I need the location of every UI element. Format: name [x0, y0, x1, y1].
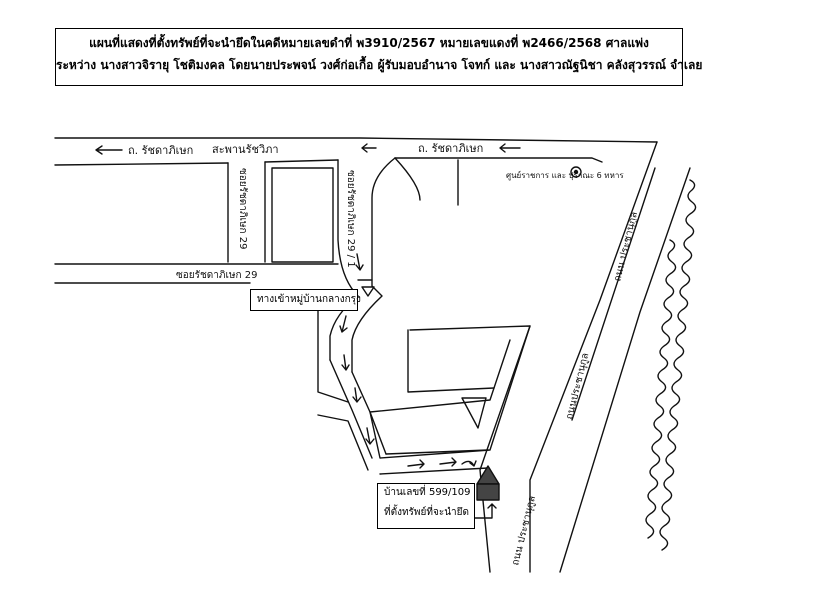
arrow-down-icon [365, 427, 375, 445]
arrow-down-icon [355, 253, 364, 271]
main-road-bottom-edge-right [394, 157, 603, 163]
village-block-inner [407, 329, 495, 393]
road-right-edge [559, 167, 691, 573]
lane-right-west-edge [479, 325, 531, 573]
soi-center-inner-curve [394, 157, 421, 201]
arrow-right-icon [439, 457, 457, 467]
soi-horizontal-label: ซอยรัชดาภิเษก 29 [176, 270, 257, 281]
house-caption-label: ที่ตั้งทรัพย์ที่จะนำยึด [384, 507, 470, 518]
house-pointer-arrow-icon [474, 503, 497, 519]
arrow-down-icon [339, 315, 348, 333]
river-wave-line-1 [659, 179, 697, 551]
village-entrance-label-box: ทางเข้าหมู่บ้านกลางกรุง [250, 289, 361, 311]
lane-right-east-edge [529, 141, 658, 573]
arrow-curve-icon [461, 460, 477, 467]
landmark-circle-icon [570, 166, 582, 178]
block-top-left [271, 167, 334, 263]
road-right-middle-label: ถนนประชานุกูล [564, 352, 591, 421]
bridge-label: สะพานรัชวิภา [212, 143, 279, 156]
block-lower-left-1 [317, 309, 349, 403]
main-road-bottom-edge-left [54, 162, 229, 166]
house-number-label: บ้านเลขที่ 599/109 [384, 487, 471, 498]
entrance-triangle-icon [361, 286, 375, 297]
block-lower-left-2 [317, 414, 369, 471]
arrow-right-icon [407, 459, 425, 469]
arrow-down-icon [352, 387, 362, 403]
village-entrance-label: ทางเข้าหมู่บ้านกลางกรุง [257, 294, 361, 305]
main-road-bottom-edge-mid [264, 159, 339, 163]
house-body-icon [476, 483, 500, 501]
soi-left-label: ซอยรัชดาภิเษก 29 [237, 168, 248, 249]
lane-bottom-north-edge [385, 449, 489, 455]
lane-bottom-south-edge [379, 467, 489, 475]
village-block-main [369, 325, 531, 459]
arrow-down-icon [341, 354, 350, 371]
title-line-2: ระหว่าง นางสาวจิรายุ โชติมงคล โดยนายประพ… [56, 58, 703, 72]
landmark-dot-icon [573, 169, 579, 175]
road-top-left-label: ถ. รัชดาภิเษก [128, 144, 193, 157]
road-top-right-label: ถ. รัชดาภิเษก [418, 142, 483, 155]
arrow-left-icon [361, 143, 377, 153]
map-title-box: แผนที่แสดงที่ตั้งทรัพย์ที่จะนำยึดในคดีหม… [55, 28, 703, 86]
title-line-1: แผนที่แสดงที่ตั้งทรัพย์ที่จะนำยึดในคดีหม… [89, 36, 649, 50]
river-wave-line-2 [645, 239, 677, 539]
soi-center-east-edge [351, 157, 396, 373]
village-block-triangle [461, 397, 487, 429]
arrow-left-icon [499, 143, 521, 153]
road-right-upper-label: ถนน ประชานุกูล [612, 211, 640, 283]
landmark-label-text: ศูนย์ราชการ และ ปุราณะ 6 ทหาร [506, 170, 624, 181]
house-label-box: บ้านเลขที่ 599/109 ที่ตั้งทรัพย์ที่จะนำย… [377, 483, 475, 529]
landmark-label: ศูนย์ราชการ และ ปุราณะ 6 ทหาร [506, 170, 624, 181]
main-road-top-edge [54, 137, 658, 143]
lane-lower-west [329, 359, 373, 459]
soi-center-label: ซอยรัชดาภิเษก 29 / 1 [345, 170, 356, 268]
soi-center-west-edge [329, 159, 359, 361]
arrow-left-icon [95, 145, 123, 155]
road-right-lower-label: ถนน ประชานุกูล [510, 495, 538, 567]
road-right-inner-edge [571, 167, 656, 421]
